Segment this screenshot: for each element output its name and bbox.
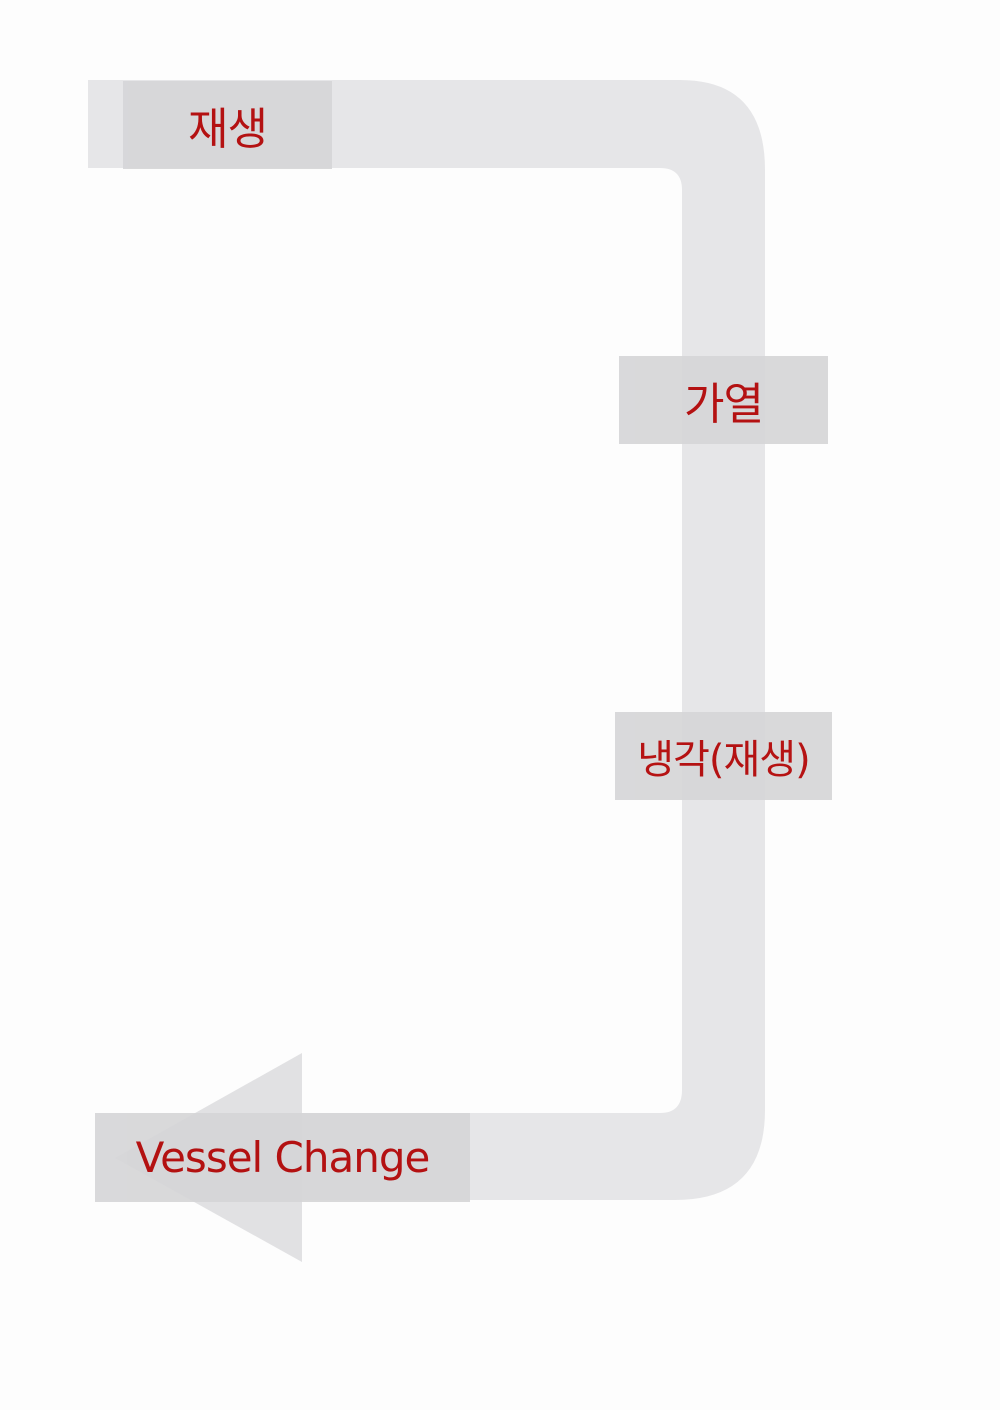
flow-path [88,80,765,1200]
step-regeneration: 재생 [123,81,332,169]
step-cooling: 냉각(재생) [615,712,832,800]
step-vessel-change: Vessel Change [95,1113,470,1202]
step-heating: 가열 [619,356,828,444]
